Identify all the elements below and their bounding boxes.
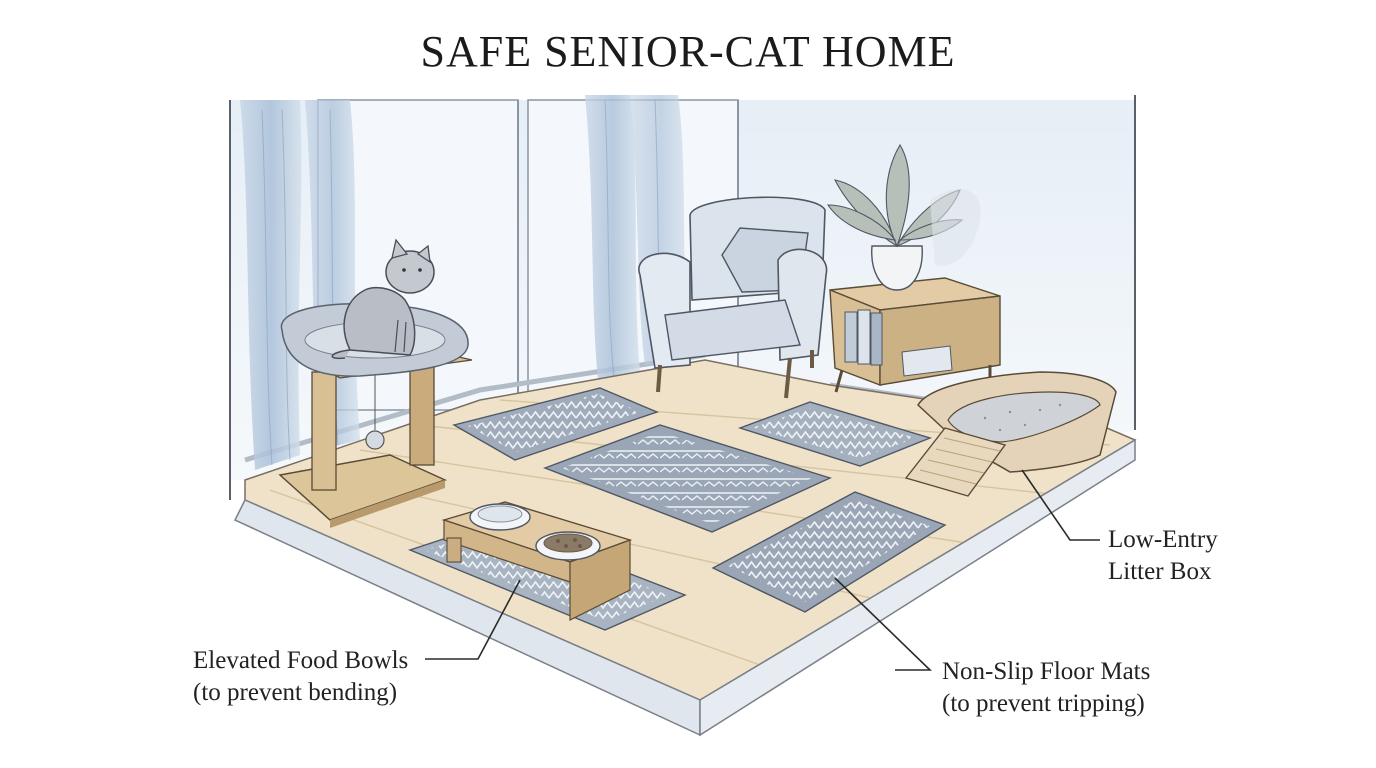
callout-floor-mats-title: Non-Slip Floor Mats bbox=[942, 658, 1151, 685]
elevated-food-bowls bbox=[441, 501, 633, 621]
callout-litter-box-note: Litter Box bbox=[1108, 558, 1212, 585]
litter-box bbox=[904, 371, 1117, 497]
callout-floor-mats: Non-Slip Floor Mats (to prevent tripping… bbox=[942, 656, 1150, 720]
callout-food-bowls: Elevated Food Bowls (to prevent bending) bbox=[193, 645, 408, 709]
callout-litter-box: Low-Entry Litter Box bbox=[1108, 524, 1218, 588]
callout-leaders bbox=[425, 469, 1100, 671]
senior-cat bbox=[331, 238, 435, 360]
page-title: SAFE SENIOR-CAT HOME bbox=[420, 27, 956, 76]
curtains bbox=[240, 95, 690, 470]
callout-food-bowls-title: Elevated Food Bowls bbox=[193, 647, 409, 674]
callout-food-bowls-note: (to prevent bending) bbox=[193, 679, 398, 706]
potted-plant bbox=[826, 143, 981, 291]
callout-floor-mats-note: (to prevent tripping) bbox=[942, 690, 1145, 717]
callout-litter-box-title: Low-Entry bbox=[1108, 526, 1218, 553]
armchair bbox=[638, 196, 828, 399]
